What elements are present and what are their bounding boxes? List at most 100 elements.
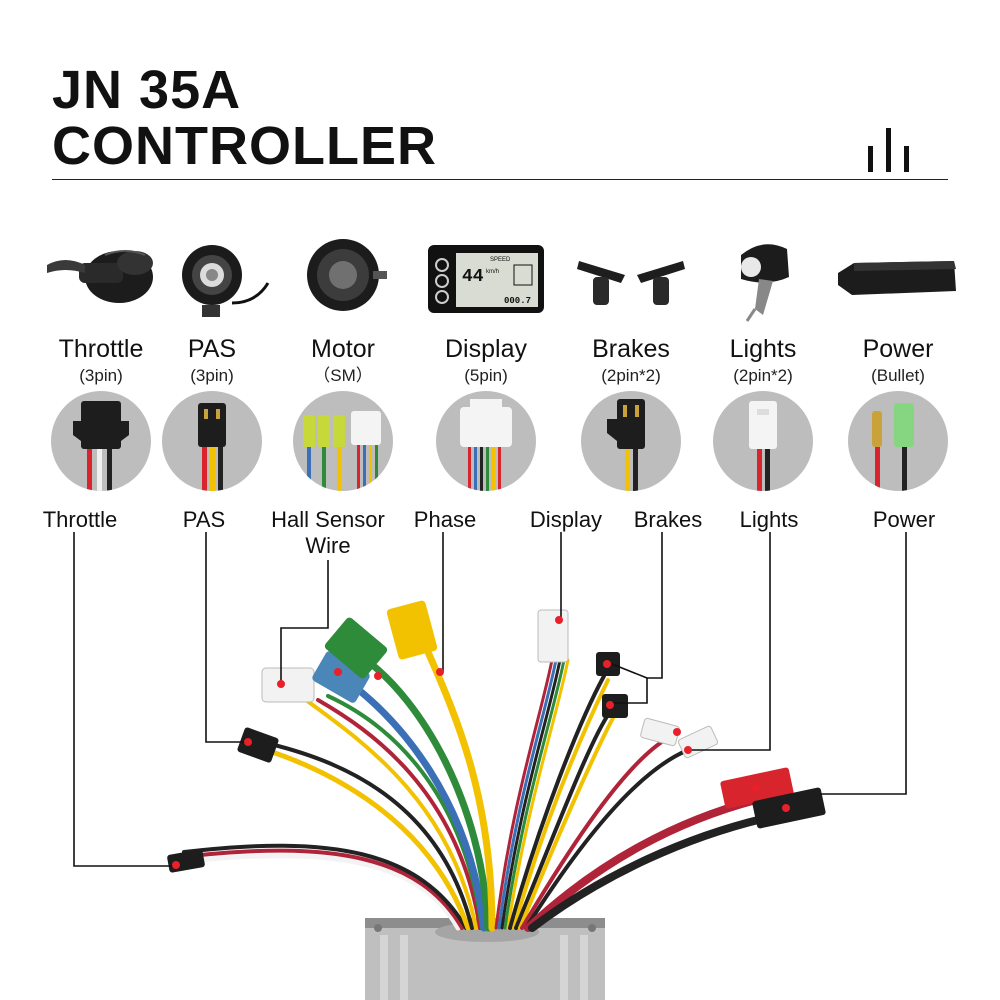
component-motor: Motor （SM） xyxy=(277,225,409,525)
component-spec: (2pin*2) xyxy=(601,366,661,385)
phase-connector-yellow xyxy=(386,600,438,660)
component-power: Power (Bullet) xyxy=(832,225,964,525)
wire-label-hall-line2: Wire xyxy=(305,533,351,558)
pas-sensor-icon xyxy=(182,245,270,317)
marker-lights-2 xyxy=(684,746,692,754)
phase-wire-yellow xyxy=(424,648,496,932)
phase-connector-blue xyxy=(312,651,370,703)
motor-connector-photo xyxy=(293,391,393,491)
component-spec: (3pin) xyxy=(190,366,234,385)
title-line-1: JN 35A xyxy=(52,60,242,120)
wire-bundle xyxy=(177,648,770,932)
leader-hall xyxy=(280,560,329,684)
component-spec: (3pin) xyxy=(79,366,123,385)
leader-power xyxy=(820,532,907,795)
leader-lights xyxy=(688,532,771,751)
throttle-wire-white xyxy=(177,853,461,931)
marker-power-red xyxy=(752,784,760,792)
marker-display xyxy=(555,616,563,624)
title-line-2: CONTROLLER xyxy=(52,116,437,176)
display-speed-unit: km/h xyxy=(486,269,499,275)
marker-hall xyxy=(277,680,285,688)
marker-phase-blue xyxy=(334,668,342,676)
display-speed-value: 44 xyxy=(462,267,484,287)
display-connector-photo xyxy=(436,391,536,491)
phase-wire-green xyxy=(362,656,492,932)
wire-label-power: Power xyxy=(872,507,936,532)
headlight-icon xyxy=(741,244,789,322)
brakes-connector-photo xyxy=(581,391,681,491)
component-display: SPEED 44 km/h 000.7 Display (5pin) xyxy=(420,225,552,525)
marker-brake-1 xyxy=(603,660,611,668)
phase-connector-green xyxy=(324,617,388,679)
component-name: Lights xyxy=(729,335,797,363)
component-lights: Lights (2pin*2) xyxy=(697,225,829,525)
component-pas: PAS (3pin) xyxy=(146,225,278,525)
marker-dots xyxy=(172,616,790,869)
component-spec: （SM） xyxy=(313,366,373,385)
component-spec: (Bullet) xyxy=(871,366,925,385)
lights-wire-black xyxy=(524,748,690,930)
wire-label-hall-sensor: Hall Sensor Wire xyxy=(258,507,398,559)
wire-label-pas: PAS xyxy=(182,507,226,532)
pas-wire-yellow xyxy=(257,745,471,931)
throttle-wire-red xyxy=(180,848,464,930)
marker-pas xyxy=(244,738,252,746)
throttle-connector-photo xyxy=(51,391,151,491)
pas-connector xyxy=(237,727,279,763)
title-divider xyxy=(52,179,948,180)
display-wire-black xyxy=(500,658,562,930)
lights-connector-2 xyxy=(677,725,719,759)
page-title: JN 35A CONTROLLER xyxy=(52,62,437,174)
pas-connector-photo xyxy=(162,391,262,491)
component-name: PAS xyxy=(187,335,237,363)
power-wire-red xyxy=(524,796,760,932)
component-throttle: Throttle (3pin) xyxy=(35,225,167,525)
hall-wire-red xyxy=(316,698,482,930)
leader-pas xyxy=(205,532,248,743)
brake-levers-icon xyxy=(577,261,685,305)
leader-brakes xyxy=(610,532,663,704)
marker-throttle xyxy=(172,861,180,869)
hall-wire-yellow xyxy=(304,698,478,930)
component-name: Throttle xyxy=(58,335,144,363)
display-wire-red xyxy=(494,658,554,930)
component-name: Power xyxy=(862,335,934,363)
brake1-wire-black xyxy=(508,674,606,930)
marker-phase-green xyxy=(374,672,382,680)
marker-power-black xyxy=(782,804,790,812)
power-wire-black xyxy=(528,814,770,932)
display-connector xyxy=(537,609,569,663)
display-wire-blue xyxy=(497,658,558,930)
wire-label-throttle: Throttle xyxy=(42,507,118,532)
display-odo-value: 000.7 xyxy=(504,296,531,306)
power-connector-photo xyxy=(848,391,948,491)
bars-logo-icon xyxy=(864,128,914,172)
brake-connector-2 xyxy=(602,694,628,718)
component-spec: (5pin) xyxy=(464,366,508,385)
wire-label-hall-line1: Hall Sensor xyxy=(271,507,385,532)
wire-label-phase: Phase xyxy=(413,507,477,532)
brake2-wire-yellow xyxy=(518,714,616,930)
throttle-wire-black xyxy=(182,843,468,930)
wire-label-display: Display xyxy=(529,507,603,532)
lights-connector-photo xyxy=(713,391,813,491)
marker-brake-2 xyxy=(606,701,614,709)
component-brakes: Brakes (2pin*2) xyxy=(565,225,697,525)
component-name: Brakes xyxy=(592,335,670,363)
display-wire-yellow xyxy=(506,658,570,930)
display-speed-header: SPEED xyxy=(490,257,511,263)
leader-brakes-branch xyxy=(611,663,648,679)
component-spec: (2pin*2) xyxy=(733,366,793,385)
brake2-wire-black xyxy=(514,710,612,930)
wire-label-lights: Lights xyxy=(739,507,799,532)
leader-lines xyxy=(73,532,907,867)
hub-motor-icon xyxy=(307,239,387,311)
phase-wire-blue xyxy=(342,676,488,932)
battery-icon xyxy=(838,261,956,295)
brake1-wire-yellow xyxy=(512,678,610,930)
hall-connector-white xyxy=(261,667,315,703)
throttle-icon xyxy=(47,250,153,303)
lights-connector-1 xyxy=(640,717,680,747)
